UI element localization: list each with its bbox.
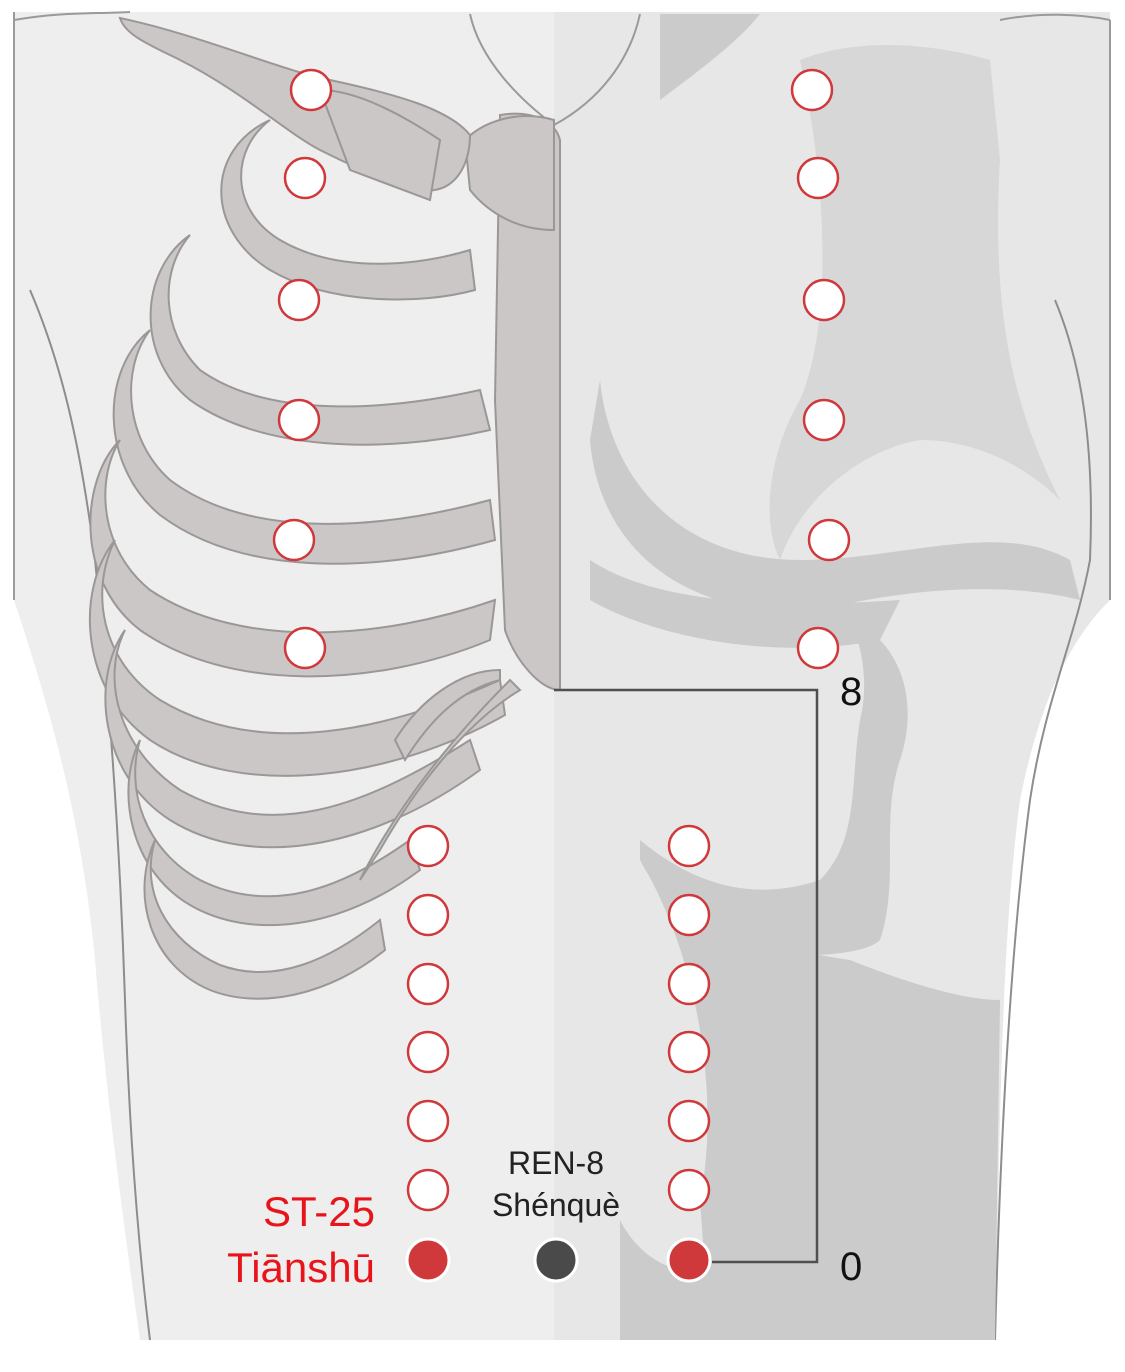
ribcage-illustration <box>89 16 561 1000</box>
abdomen-right-point[interactable] <box>667 1168 711 1212</box>
st25-code-label: ST-25 <box>263 1188 375 1235</box>
ren8-point[interactable] <box>533 1237 579 1283</box>
abdomen-left-point[interactable] <box>406 962 450 1006</box>
abdomen-left-point[interactable] <box>406 893 450 937</box>
acupoint-group <box>272 68 851 1212</box>
abdomen-right-point[interactable] <box>667 1030 711 1074</box>
abdomen-right-point[interactable] <box>667 1099 711 1143</box>
scale-top-label: 8 <box>840 670 862 714</box>
chest-right-point[interactable] <box>802 398 846 442</box>
chest-left-point[interactable] <box>289 68 333 112</box>
chest-left-point[interactable] <box>283 156 327 200</box>
chest-left-point[interactable] <box>277 398 321 442</box>
chest-right-point[interactable] <box>802 278 846 322</box>
abdomen-left-point[interactable] <box>406 1099 450 1143</box>
abdomen-left-point[interactable] <box>406 824 450 868</box>
abdomen-right-point[interactable] <box>667 962 711 1006</box>
ren8-code-label: REN-8 <box>508 1145 604 1181</box>
ren8-name-label: Shénquè <box>492 1187 620 1223</box>
chest-right-point[interactable] <box>807 518 851 562</box>
active-points <box>405 1237 712 1283</box>
st25-name-label: Tiānshū <box>227 1244 375 1291</box>
abdomen-left-point[interactable] <box>406 1168 450 1212</box>
measurement-bracket <box>554 688 819 1264</box>
chest-left-point[interactable] <box>277 278 321 322</box>
abdomen-right-point[interactable] <box>667 824 711 868</box>
abdomen-left-point[interactable] <box>406 1030 450 1074</box>
abdomen-right-point[interactable] <box>667 893 711 937</box>
chest-right-point[interactable] <box>796 626 840 670</box>
chest-left-point[interactable] <box>272 518 316 562</box>
muscle-shading <box>590 14 1080 1340</box>
chest-left-point[interactable] <box>283 626 327 670</box>
chest-right-point[interactable] <box>790 68 834 112</box>
st25-right-point[interactable] <box>666 1237 712 1283</box>
scale-bottom-label: 0 <box>840 1245 862 1289</box>
chest-right-point[interactable] <box>796 156 840 200</box>
st25-left-point[interactable] <box>405 1237 451 1283</box>
